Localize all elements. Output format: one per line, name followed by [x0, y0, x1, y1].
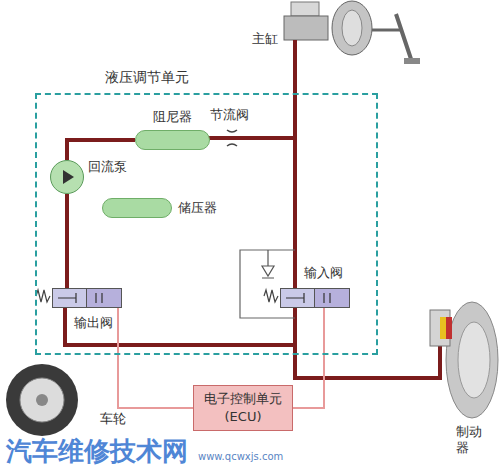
valve-half [87, 289, 122, 308]
control-wire [293, 308, 324, 408]
part-label: 输出阀 [74, 314, 113, 332]
check-valve-symbol [262, 250, 274, 278]
ecu-box: 电子控制单元 (ECU) [193, 385, 293, 431]
brake-pipe [206, 136, 295, 140]
part-label: 节流阀 [210, 106, 249, 124]
watermark: 汽车维修技术网 [6, 436, 188, 466]
solenoid-valve [280, 288, 350, 308]
region-title: 液压调节单元 [105, 68, 189, 86]
ecu-label: 电子控制单元 (ECU) [194, 386, 292, 430]
part-label: 输入阀 [304, 264, 343, 282]
valve-half [315, 289, 350, 308]
pump-arrow [51, 161, 83, 193]
brake-pipe [65, 306, 295, 345]
hydraulic-unit-region: 液压调节单元阻尼器回流泵储压器输出阀输入阀 [35, 93, 378, 355]
damper-node: 阻尼器 [135, 108, 210, 150]
brake-pipe [67, 140, 135, 160]
solenoid-valve [52, 288, 122, 308]
accumulator-shape [102, 198, 172, 218]
push-rod [372, 29, 402, 32]
brake-booster [332, 1, 372, 55]
part-label: 主缸 [252, 30, 278, 48]
pump-node: 回流泵 [50, 160, 127, 194]
brake-disc [446, 302, 498, 418]
accumulator-node: 储压器 [102, 198, 217, 218]
throttle-symbol [227, 130, 237, 146]
reservoir [291, 2, 319, 16]
valve-mark [286, 293, 330, 303]
brake-pad [446, 317, 452, 339]
wheel-hub [36, 394, 48, 406]
part-label: 阻尼器 [135, 108, 210, 126]
part-label: 回流泵 [88, 158, 127, 176]
valve-spring [36, 290, 50, 302]
part-label: 车轮 [100, 410, 126, 428]
valve-mark [58, 293, 102, 303]
outlet-valve-node: 输出阀 [50, 288, 122, 332]
damper-shape [135, 130, 210, 150]
booster-face [342, 10, 362, 46]
pump-circle [50, 160, 84, 194]
watermark-url: www.qcwxjs.com [198, 450, 283, 464]
part-label: 制动器 [456, 424, 484, 456]
pedal-pad [404, 58, 420, 64]
pump-triangle [63, 170, 74, 184]
inlet-valve-node: 输入阀 [280, 264, 350, 308]
valve-spring [264, 290, 278, 302]
brake-pad [440, 317, 446, 339]
brake-pipe [295, 40, 440, 378]
part-label: 储压器 [178, 199, 217, 217]
wheel-tire [6, 364, 78, 436]
brake-pipe [65, 194, 69, 288]
wheel-rim [20, 378, 64, 422]
brake-disc-inner [458, 322, 490, 398]
master-cylinder [284, 16, 328, 40]
control-wire [118, 308, 193, 408]
brake-pedal [396, 14, 412, 62]
